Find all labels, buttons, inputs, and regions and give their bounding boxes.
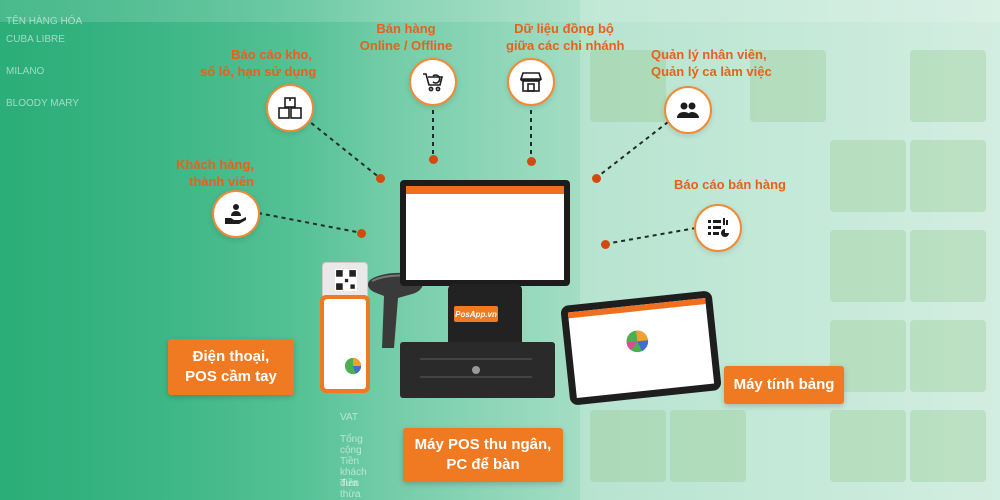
feature-customers-label: Khách hàng, thành viên — [150, 156, 254, 190]
tablet-screen — [567, 298, 715, 398]
store-icon — [519, 72, 543, 92]
drawer-lock — [472, 366, 480, 374]
feature-customers-circle — [212, 190, 260, 238]
feature-branch-sync-label: Dữ liệu đồng bộ giữa các chi nhánh — [506, 20, 625, 54]
pie-chart-icon — [626, 330, 649, 353]
feature-staff-circle — [664, 86, 712, 134]
label-line: Dữ liệu đồng bộ — [514, 21, 614, 36]
feature-sales-report-circle — [694, 204, 742, 252]
bg-row: Tổng cộng — [340, 434, 363, 456]
feature-sales-report-label: Báo cáo bán hàng — [674, 176, 804, 193]
label-line: Điện thoại, — [192, 348, 270, 365]
bg-row: BLOODY MARY — [6, 98, 79, 109]
bg-row: VAT — [340, 412, 358, 423]
bg-tile — [590, 50, 666, 122]
feature-staff-label: Quản lý nhân viên, Quản lý ca làm việc — [651, 46, 791, 80]
report-icon — [708, 218, 729, 237]
label-line: giữa các chi nhánh — [506, 38, 625, 53]
qr-code-icon — [335, 269, 357, 291]
feature-sales-channel-circle — [409, 58, 457, 106]
bg-tile — [830, 140, 906, 212]
bg-row: Tiền khách đưa — [340, 456, 367, 489]
bg-tile — [910, 140, 986, 212]
pie-chart-icon — [344, 357, 362, 375]
label-line: PC để bàn — [446, 456, 520, 473]
label-line: Máy POS thu ngân, — [414, 436, 552, 453]
drawer-slot — [420, 358, 532, 378]
handheld-pos-device — [320, 295, 370, 393]
label-line: POS cầm tay — [185, 368, 277, 385]
label-line: Online / Offline — [359, 38, 453, 53]
bg-row: TÊN HÀNG HÓA — [6, 16, 83, 27]
pos-stand: PosApp.vn — [448, 284, 522, 346]
boxes-icon — [278, 97, 302, 119]
bg-tile — [910, 320, 986, 392]
connector-dot — [601, 240, 610, 249]
bg-row: CUBA LIBRE — [6, 34, 65, 45]
connector-dot — [592, 174, 601, 183]
pos-screen — [406, 186, 564, 280]
label-line: Quản lý nhân viên, — [651, 47, 767, 62]
users-icon — [677, 102, 699, 118]
cart-icon — [423, 73, 444, 92]
tablet-device-label: Máy tính bảng — [724, 366, 844, 404]
connector-dot — [357, 229, 366, 238]
bg-tile — [910, 50, 986, 122]
bg-tile — [910, 410, 986, 482]
label-line: Báo cáo bán hàng — [674, 177, 786, 192]
feature-sales-channel-label: Bán hàng Online / Offline — [356, 20, 456, 54]
label-line: Máy tính bảng — [733, 376, 835, 393]
hand-user-icon — [225, 204, 246, 224]
label-line: thành viên — [188, 174, 254, 189]
pos-monitor — [400, 180, 570, 286]
label-line: Báo cáo kho, — [231, 47, 312, 62]
label-line: Khách hàng, — [175, 157, 254, 172]
bg-tile — [830, 230, 906, 302]
connector-dot — [527, 157, 536, 166]
bg-tile — [910, 230, 986, 302]
pos-screen-toolbar — [406, 186, 564, 194]
label-line: Bán hàng — [376, 21, 436, 36]
bg-tile — [590, 410, 666, 482]
bg-row: MILANO — [6, 66, 45, 77]
feature-branch-sync-circle — [507, 58, 555, 106]
bg-tile — [830, 410, 906, 482]
background-left-panel: TÊN HÀNG HÓA CUBA LIBRE MILANO BLOODY MA… — [0, 0, 380, 500]
label-line: số lô, hạn sử dụng — [200, 64, 317, 79]
connector-dot — [429, 155, 438, 164]
tablet-device — [560, 290, 722, 406]
phone-screen — [324, 299, 366, 389]
phone-device-label: Điện thoại, POS cầm tay — [168, 339, 294, 395]
label-line: Quản lý ca làm việc — [651, 64, 772, 79]
bg-tile — [750, 50, 826, 122]
feature-inventory-circle — [266, 84, 314, 132]
bg-row: Tiền thừa — [340, 478, 361, 500]
background-header — [0, 0, 1000, 22]
cash-drawer — [400, 342, 555, 398]
connector-dot — [376, 174, 385, 183]
background-right-panel — [580, 0, 1000, 500]
feature-inventory-label: Báo cáo kho, số lô, hạn sử dụng — [200, 46, 317, 80]
brand-logo: PosApp.vn — [454, 306, 498, 322]
bg-tile — [670, 410, 746, 482]
pos-device-label: Máy POS thu ngân, PC để bàn — [403, 428, 563, 482]
